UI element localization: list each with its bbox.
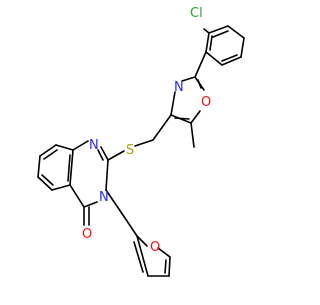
bond	[69, 149, 74, 186]
bond	[240, 37, 245, 58]
bond	[37, 176, 53, 191]
bond-double	[97, 149, 104, 161]
atom-label-o-furan: O	[150, 240, 160, 255]
bond	[72, 140, 89, 151]
bond-double	[67, 154, 71, 182]
bond	[136, 235, 149, 277]
bond	[105, 159, 109, 191]
bond-to-cl	[203, 28, 210, 34]
bond	[83, 201, 98, 208]
atom-label-n-oxazole: N	[174, 80, 184, 95]
bond	[208, 25, 229, 34]
structure-canvas: Cl N O S N N O O	[37, 6, 245, 277]
bond	[168, 256, 171, 277]
bonds	[37, 25, 245, 277]
bond	[205, 32, 210, 53]
bond-double	[41, 174, 54, 186]
bond	[100, 146, 109, 161]
atom-label-n-quinazoline-3: N	[99, 190, 109, 205]
bond	[194, 51, 207, 78]
bond	[190, 110, 201, 124]
atom-label-n-quinazoline-1: N	[89, 138, 99, 153]
bond	[181, 76, 196, 82]
atom-label-s: S	[126, 143, 134, 158]
atom-label-o-oxazole: O	[201, 95, 211, 110]
bond-double	[164, 259, 167, 274]
bond	[221, 56, 242, 66]
bond	[39, 144, 57, 157]
bond	[170, 91, 176, 116]
bond	[157, 247, 171, 258]
bond	[134, 139, 154, 147]
bond-double	[133, 241, 144, 273]
bond	[51, 184, 71, 191]
bond	[55, 144, 74, 151]
bond-methyl	[190, 122, 195, 148]
bond-double	[209, 35, 213, 51]
bond-double	[197, 79, 202, 89]
bond	[227, 25, 245, 39]
atom-labels: Cl N O S N N O O	[82, 6, 211, 255]
atom-label-o-carbonyl: O	[82, 227, 92, 242]
bond-double	[221, 54, 238, 62]
bond	[105, 189, 128, 222]
bond-double	[174, 117, 190, 120]
bond	[69, 184, 85, 208]
bond	[107, 150, 125, 161]
bond-double	[212, 30, 229, 38]
molecule-structure: Cl N O S N N O O	[37, 6, 245, 277]
atom-label-cl: Cl	[190, 6, 203, 21]
bond	[126, 220, 138, 237]
bond	[205, 51, 223, 66]
bond	[37, 155, 41, 178]
bond	[152, 114, 172, 141]
bond-double	[43, 149, 58, 160]
bond	[136, 235, 148, 247]
